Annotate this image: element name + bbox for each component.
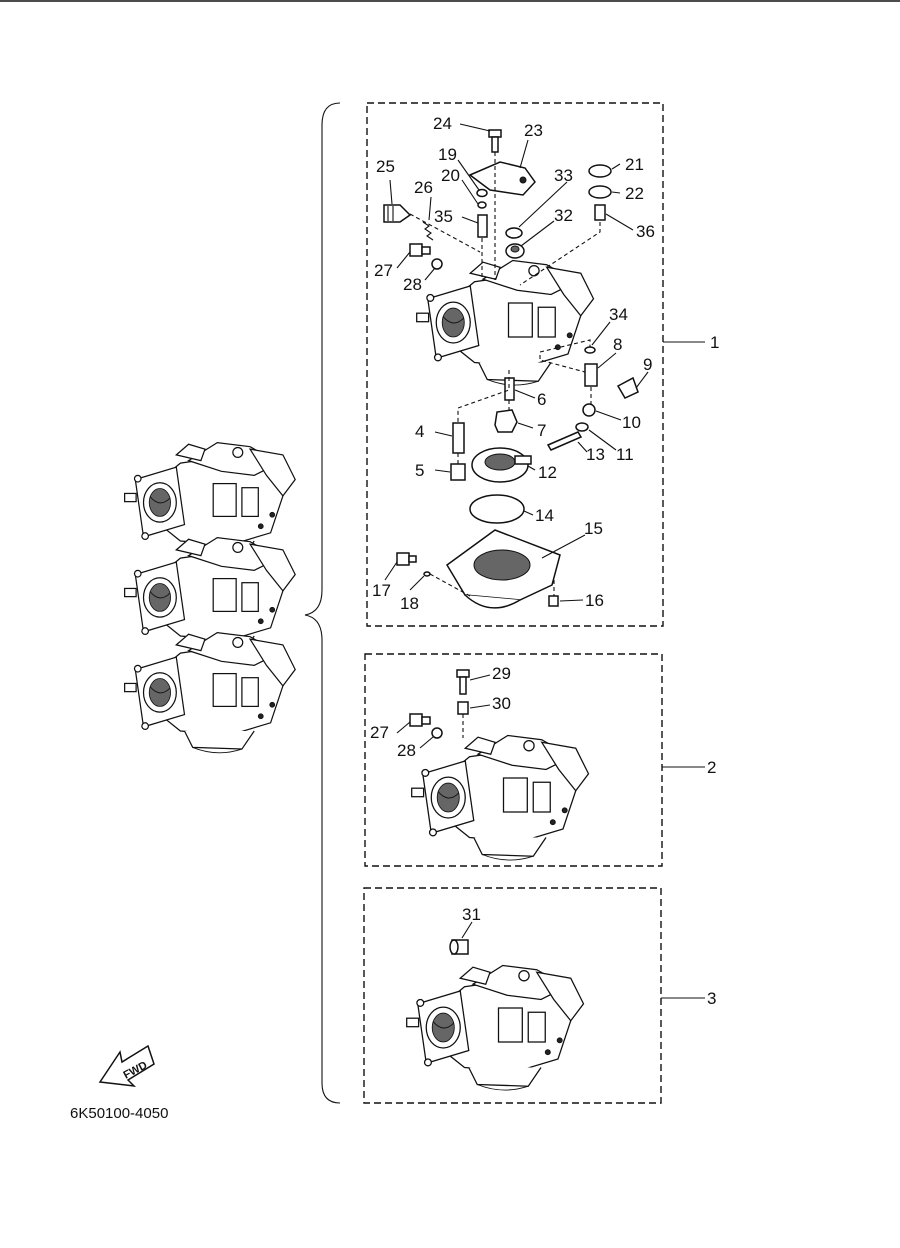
- part-33-o-ring: [505, 227, 523, 239]
- callout-35: 35: [434, 207, 453, 226]
- part-21-cap: [588, 164, 612, 178]
- part-17-drain-plug: [396, 552, 417, 566]
- callout-6: 6: [537, 390, 546, 409]
- callout-36: 36: [636, 222, 655, 241]
- callout-18: 18: [400, 594, 419, 613]
- part-6-jet: [504, 377, 515, 401]
- part-28-washer-box2: [431, 727, 443, 739]
- part-23-cover-plate: [468, 161, 536, 196]
- callout-21: 21: [625, 155, 644, 174]
- part-18-o-ring: [423, 571, 431, 577]
- callout-31: 31: [462, 905, 481, 924]
- part-28-washer: [431, 258, 443, 270]
- part-20-ring: [477, 201, 487, 209]
- callouts: 24 23 19 20 33 21 22 25 26 35 32 36 27 2…: [370, 114, 719, 1008]
- fwd-arrow-icon: FWD: [98, 1044, 155, 1087]
- callout-27-box2: 27: [370, 723, 389, 742]
- callout-9: 9: [643, 355, 652, 374]
- carburetor-body-1: [416, 259, 595, 386]
- callout-26: 26: [414, 178, 433, 197]
- callout-5: 5: [415, 461, 424, 480]
- callout-28-box2: 28: [397, 741, 416, 760]
- part-code: 6K50100-4050: [70, 1105, 168, 1122]
- callout-2: 2: [707, 758, 716, 777]
- part-35-jet: [477, 214, 488, 238]
- callout-10: 10: [622, 413, 641, 432]
- callout-11: 11: [616, 445, 634, 464]
- callout-16: 16: [585, 591, 604, 610]
- part-27-plug-box2: [409, 713, 431, 727]
- callout-17: 17: [372, 581, 391, 600]
- callout-13: 13: [586, 445, 605, 464]
- part-27-plug: [409, 243, 431, 257]
- callout-20: 20: [441, 166, 460, 185]
- box-assembly-3: [363, 887, 662, 1104]
- callout-33: 33: [554, 166, 573, 185]
- part-22-cap: [588, 185, 612, 199]
- callout-8: 8: [613, 335, 622, 354]
- carburetor-body-2: [411, 734, 590, 861]
- carburetor-body-3: [406, 964, 585, 1091]
- callout-34: 34: [609, 305, 628, 324]
- callout-32: 32: [554, 206, 573, 225]
- group-brace: [304, 102, 341, 1104]
- part-26-spring: [422, 221, 434, 241]
- part-34-washer: [584, 346, 596, 354]
- callout-30: 30: [492, 694, 511, 713]
- part-14-gasket: [469, 494, 525, 524]
- part-19-ring: [476, 188, 488, 198]
- part-25-pilot-screw: [383, 204, 412, 223]
- part-11-main-jet: [575, 422, 589, 432]
- callout-28: 28: [403, 275, 422, 294]
- callout-27: 27: [374, 261, 393, 280]
- callout-15: 15: [584, 519, 603, 538]
- carburetor-stack: [124, 441, 296, 754]
- callout-7: 7: [537, 421, 546, 440]
- callout-12: 12: [538, 463, 557, 482]
- part-5-nozzle-holder: [450, 463, 466, 481]
- callout-23: 23: [524, 121, 543, 140]
- part-15-float-bowl: [446, 529, 561, 609]
- callout-24: 24: [433, 114, 452, 133]
- part-7-cap: [494, 409, 518, 433]
- callout-25: 25: [376, 157, 395, 176]
- part-36-screw: [594, 204, 606, 221]
- callout-3: 3: [707, 989, 716, 1008]
- part-13-pin: [546, 431, 583, 451]
- part-9-clip: [616, 376, 639, 399]
- box-assembly-2: [364, 653, 663, 867]
- box-assembly-1: [366, 102, 664, 627]
- callout-4: 4: [415, 422, 424, 441]
- part-30-spacer: [457, 701, 469, 715]
- part-8-needle-valve: [584, 363, 598, 387]
- callout-14: 14: [535, 506, 554, 525]
- part-24-screw: [488, 129, 502, 153]
- callout-1: 1: [710, 333, 719, 352]
- callout-22: 22: [625, 184, 644, 203]
- callout-29: 29: [492, 664, 511, 683]
- part-10-jet: [582, 403, 596, 417]
- part-12-float: [471, 447, 532, 483]
- part-16-screw: [548, 595, 559, 607]
- callout-19: 19: [438, 145, 457, 164]
- part-31-plunger: [449, 939, 469, 955]
- part-29-screw: [456, 669, 470, 695]
- part-4-nozzle: [452, 422, 465, 454]
